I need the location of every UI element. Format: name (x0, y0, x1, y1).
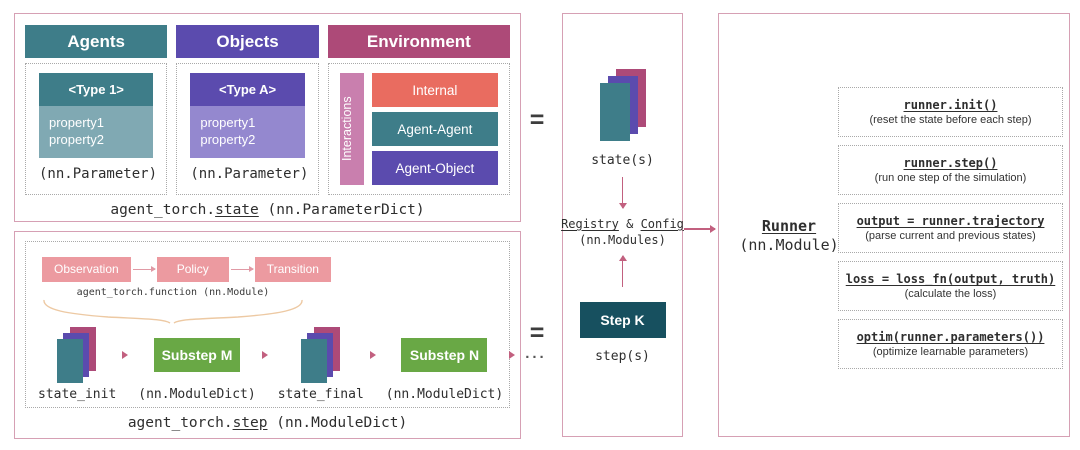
state-stack-icon (57, 327, 97, 383)
function-caption: agent_torch.function (nn.Module) (76, 287, 270, 298)
arrow-right-icon (230, 264, 254, 273)
environment-items: Internal Agent-Agent Agent-Object (371, 73, 498, 185)
environment-body: Interactions Internal Agent-Agent Agent-… (327, 63, 510, 195)
policy-box: Policy (156, 257, 229, 282)
objects-properties: property1 property2 (190, 106, 305, 158)
state-final-label: state_final (277, 387, 364, 402)
objects-header: Objects (176, 25, 319, 58)
state-init-item: state_init (38, 325, 116, 402)
runner-title: Runner (761, 217, 817, 235)
step-caption-suffix: (nn.ModuleDict) (267, 415, 408, 431)
substep-n-box: Substep N (401, 338, 488, 372)
state-caption-prefix: agent_torch. (110, 202, 216, 218)
runner-title-block: Runner (nn.Module) (735, 217, 843, 255)
agents-type-card: <Type 1> property1 property2 (39, 73, 154, 158)
agents-type-label: <Type 1> (39, 73, 154, 106)
substep-n-item: Substep N (nn.ModuleDict) (386, 325, 503, 402)
method-desc: (parse current and previous states) (865, 230, 1036, 242)
env-item-agent-agent: Agent-Agent (371, 112, 498, 146)
step-panel: Observation Policy Transition agent_torc… (14, 231, 544, 439)
agents-property-1: property1 (49, 115, 104, 130)
env-item-agent-object: Agent-Object (371, 151, 498, 185)
nn-modules-caption: (nn.Modules) (579, 233, 666, 247)
step-caption-prefix: agent_torch. (127, 415, 233, 431)
objects-property-2: property2 (200, 132, 256, 147)
method-code: output = runner.trajectory (856, 214, 1045, 228)
method-runner-step: runner.step() (run one step of the simul… (838, 145, 1063, 195)
state-panel-caption: agent_torch.state (nn.ParameterDict) (25, 202, 510, 218)
method-code: optim(runner.parameters()) (856, 330, 1045, 344)
transition-box: Transition (254, 257, 331, 282)
steps-label: step(s) (595, 349, 650, 364)
state-stack-icon (599, 69, 646, 142)
method-code: loss = loss_fn(output, truth) (845, 272, 1056, 286)
runner-panel: Runner (nn.Module) runner.init() (reset … (718, 13, 1070, 437)
substep-m-item: Substep M (nn.ModuleDict) (138, 325, 256, 402)
pipeline-panel: state(s) Registry & Config (nn.Modules) … (561, 13, 684, 437)
agents-header: Agents (25, 25, 168, 58)
objects-type-card: <Type A> property1 property2 (190, 73, 305, 158)
agents-param-caption: (nn.Parameter) (39, 166, 158, 182)
environment-column: Environment Interactions Internal Agent-… (327, 25, 510, 195)
step-caption-link: step (232, 415, 268, 431)
method-desc: (reset the state before each step) (869, 114, 1032, 126)
states-label: state(s) (591, 153, 654, 168)
state-final-item: state_final (278, 325, 364, 402)
ellipsis-label: ... (525, 345, 547, 362)
equals-sign-bottom: = (529, 319, 545, 347)
agents-properties: property1 property2 (39, 106, 154, 158)
objects-param-caption: (nn.Parameter) (190, 166, 309, 182)
step-panel-caption: agent_torch.step (nn.ModuleDict) (25, 415, 510, 431)
method-optim: optim(runner.parameters()) (optimize lea… (838, 319, 1063, 369)
environment-header: Environment (327, 25, 510, 58)
method-code: runner.step() (903, 156, 998, 170)
equals-sign-top: = (529, 106, 545, 134)
objects-type-label: <Type A> (190, 73, 305, 106)
method-desc: (run one step of the simulation) (874, 172, 1027, 184)
agents-body: <Type 1> property1 property2 (nn.Paramet… (25, 63, 168, 195)
step-k-box: Step K (579, 302, 666, 338)
substep-m-caption: (nn.ModuleDict) (138, 387, 256, 402)
env-item-internal: Internal (371, 73, 498, 107)
runner-subtitle: (nn.Module) (739, 236, 839, 254)
substep-n-caption: (nn.ModuleDict) (385, 387, 504, 402)
method-runner-trajectory: output = runner.trajectory (parse curren… (838, 203, 1063, 253)
state-stack-icon (300, 327, 341, 383)
substep-m-box: Substep M (153, 338, 240, 372)
objects-property-1: property1 (200, 115, 256, 130)
agents-column: Agents <Type 1> property1 property2 (nn.… (25, 25, 168, 195)
state-caption-suffix: (nn.ParameterDict) (258, 202, 425, 218)
substep-flow-row: state_init Substep M (nn.ModuleDict) (38, 325, 544, 402)
agents-property-2: property2 (49, 132, 104, 147)
arrow-down-icon (619, 177, 626, 209)
runner-methods-list: runner.init() (reset the state before ea… (838, 87, 1063, 369)
arrow-right-icon (684, 225, 716, 232)
arrow-right-icon (132, 264, 156, 273)
objects-column: Objects <Type A> property1 property2 (nn… (176, 25, 319, 195)
method-desc: (optimize learnable parameters) (872, 346, 1029, 358)
method-desc: (calculate the loss) (904, 288, 997, 300)
observation-box: Observation (42, 257, 131, 282)
registry-config-label: Registry & Config (561, 217, 684, 231)
method-loss-fn: loss = loss_fn(output, truth) (calculate… (838, 261, 1063, 311)
method-runner-init: runner.init() (reset the state before ea… (838, 87, 1063, 137)
registry-link: Registry (561, 217, 619, 231)
objects-body: <Type A> property1 property2 (nn.Paramet… (176, 63, 319, 195)
funnel-brace-icon (43, 299, 303, 324)
function-row: Observation Policy Transition (42, 257, 497, 282)
config-link: Config (640, 217, 684, 231)
state-caption-link: state (215, 202, 259, 218)
state-init-label: state_init (38, 387, 117, 402)
arrow-up-icon (619, 255, 626, 287)
state-columns: Agents <Type 1> property1 property2 (nn.… (25, 25, 510, 195)
method-code: runner.init() (903, 98, 998, 112)
state-panel: Agents <Type 1> property1 property2 (nn.… (14, 13, 521, 222)
step-inner-box: Observation Policy Transition agent_torc… (25, 241, 544, 408)
interactions-label: Interactions (339, 73, 364, 185)
ampersand: & (618, 217, 641, 231)
